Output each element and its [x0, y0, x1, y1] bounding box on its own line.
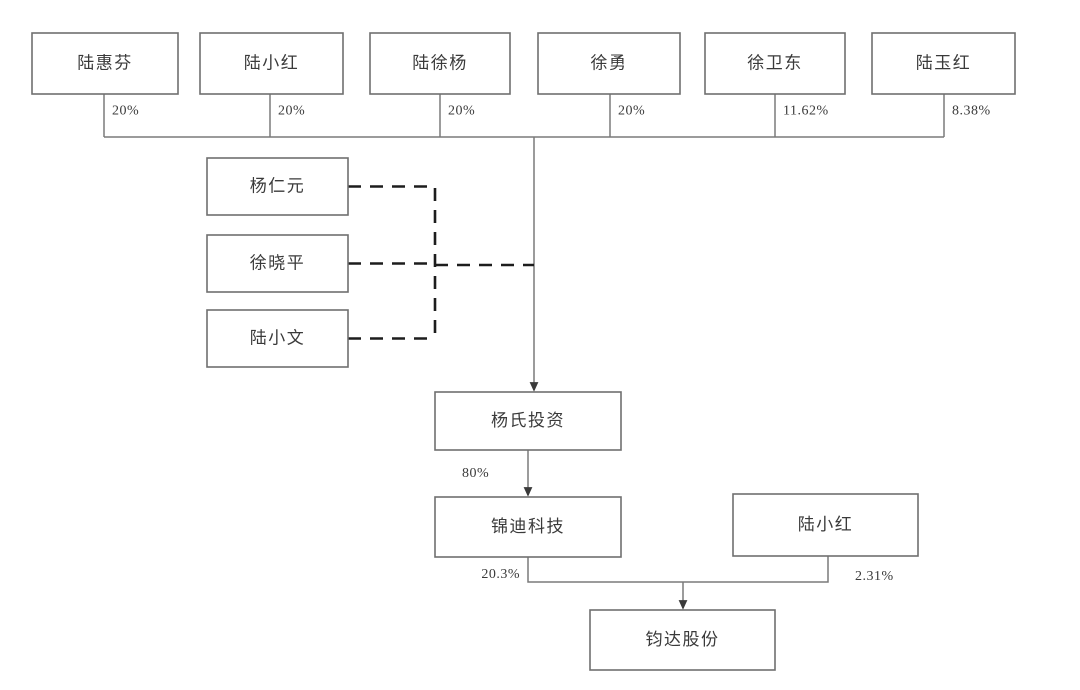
shareholder-box-2[interactable]: 陆小红 [199, 32, 344, 95]
shareholder-box-1-rect [31, 32, 179, 95]
shareholder-percent-1: 20% [112, 104, 139, 119]
dashed-shareholder-box-2-rect [206, 234, 349, 293]
shareholder-box-3-rect [369, 32, 511, 95]
node-layer: 陆惠芬陆小红陆徐杨徐勇徐卫东陆玉红杨仁元徐晓平陆小文杨氏投资锦迪科技陆小红钧达股… [31, 32, 1016, 671]
shareholder-percent-4: 20% [618, 104, 645, 119]
shareholder-box-5[interactable]: 徐卫东 [704, 32, 846, 95]
shareholder-name-4: 徐勇 [591, 53, 628, 72]
shareholder-percent-3: 20% [448, 104, 475, 119]
dashed-shareholder-box-1-rect [206, 157, 349, 216]
dashed-shareholder-name-2: 徐晓平 [250, 253, 306, 272]
shareholder-name-2: 陆小红 [244, 53, 300, 72]
entity-name-luxiaohong: 陆小红 [798, 515, 854, 534]
entity-box-junda-rect [589, 609, 776, 671]
shareholder-box-4[interactable]: 徐勇 [537, 32, 681, 95]
edge-percent-luxiaohong-to-junda: 2.31% [855, 569, 894, 584]
shareholder-name-5: 徐卫东 [747, 53, 803, 72]
dashed-edge-layer [348, 185, 534, 340]
entity-box-jindi[interactable]: 锦迪科技 [434, 496, 622, 558]
shareholder-name-3: 陆徐杨 [412, 53, 468, 72]
shareholder-box-2-rect [199, 32, 344, 95]
shareholder-box-1[interactable]: 陆惠芬 [31, 32, 179, 95]
entity-box-junda[interactable]: 钧达股份 [589, 609, 776, 671]
shareholder-box-6[interactable]: 陆玉红 [871, 32, 1016, 95]
entity-box-luxiaohong[interactable]: 陆小红 [732, 493, 919, 557]
dashed-shareholder-box-3[interactable]: 陆小文 [206, 309, 349, 368]
edge-layer [103, 94, 945, 610]
entity-name-junda: 钧达股份 [646, 630, 720, 649]
entity-name-jindi: 锦迪科技 [491, 517, 565, 536]
entity-name-yangshi: 杨氏投资 [491, 411, 565, 430]
entity-box-jindi-rect [434, 496, 622, 558]
shareholder-percent-2: 20% [278, 104, 305, 119]
entity-box-luxiaohong-rect [732, 493, 919, 557]
dashed-shareholder-box-2[interactable]: 徐晓平 [206, 234, 349, 293]
shareholder-box-6-rect [871, 32, 1016, 95]
shareholder-percent-5: 11.62% [783, 104, 829, 119]
dashed-shareholder-name-3: 陆小文 [250, 328, 306, 347]
entity-box-yangshi-rect [434, 391, 622, 451]
shareholder-percent-6: 8.38% [952, 104, 991, 119]
edge-percent-jindi-to-junda: 20.3% [481, 567, 520, 582]
shareholder-box-5-rect [704, 32, 846, 95]
edge-jindi-to-merge [527, 557, 683, 583]
shareholder-box-4-rect [537, 32, 681, 95]
dashed-shareholder-name-1: 杨仁元 [250, 176, 306, 195]
entity-box-yangshi[interactable]: 杨氏投资 [434, 391, 622, 451]
edge-luxiaohong-to-merge [683, 556, 829, 583]
dashed-shareholder-box-1[interactable]: 杨仁元 [206, 157, 349, 216]
dashed-shareholder-box-3-rect [206, 309, 349, 368]
edge-label-layer: 20% 20% 20% 20% 11.62% 8.38% 80% 20.3% 2.31% [112, 104, 991, 585]
edge-percent-yangshi-to-jindi: 80% [462, 466, 489, 481]
shareholder-name-1: 陆惠芬 [77, 53, 133, 72]
shareholder-box-3[interactable]: 陆徐杨 [369, 32, 511, 95]
shareholder-name-6: 陆玉红 [916, 53, 972, 72]
